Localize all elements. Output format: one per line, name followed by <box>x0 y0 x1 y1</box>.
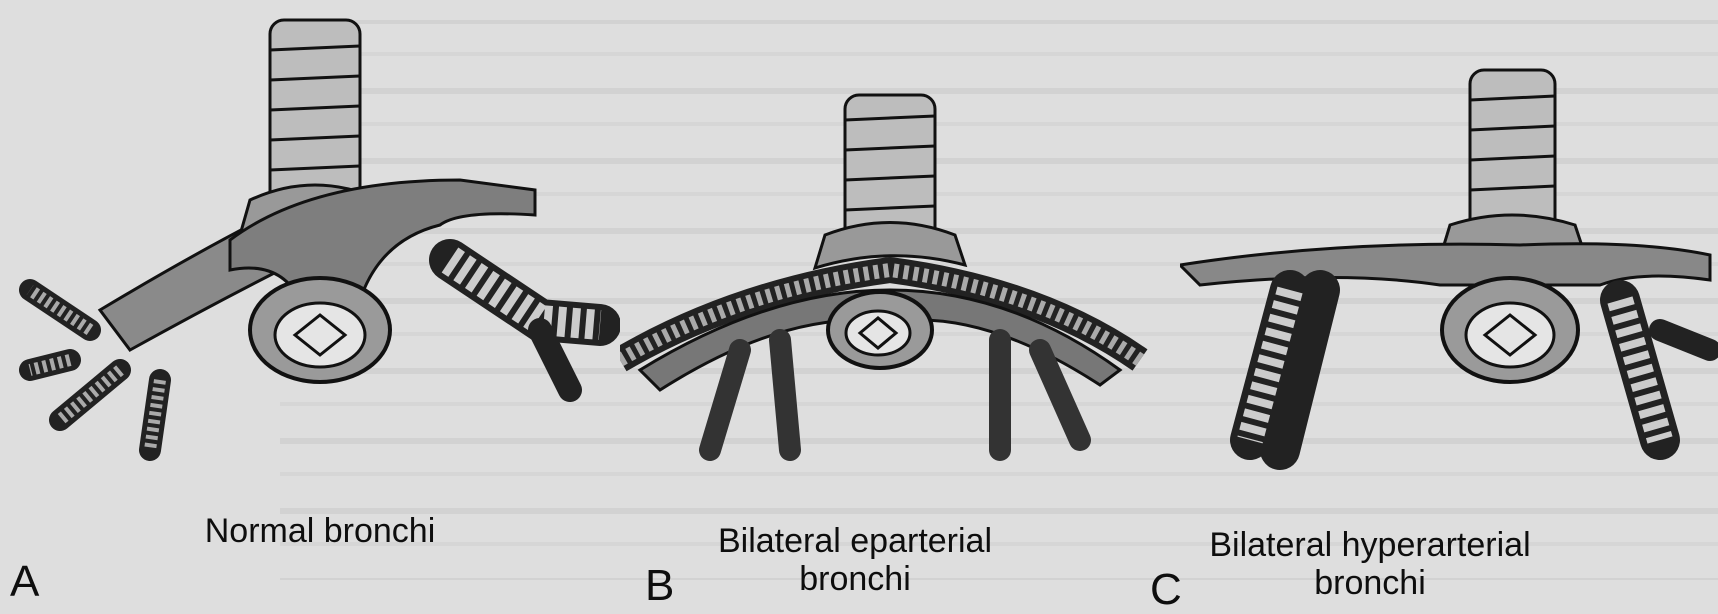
bilateral-eparterial-bronchi-illustration <box>620 0 1180 480</box>
panel-c: Bilateral hyperarterial bronchi C <box>1180 0 1718 614</box>
caption-panel-b: Bilateral eparterial bronchi <box>675 522 1035 598</box>
caption-panel-a: Normal bronchi <box>170 512 470 550</box>
caption-line1: Normal bronchi <box>170 512 470 550</box>
panel-letter-a: A <box>10 560 39 604</box>
panel-b: Bilateral eparterial bronchi B <box>620 0 1180 614</box>
normal-bronchi-illustration <box>0 0 620 480</box>
caption-line2: bronchi <box>675 560 1035 598</box>
panel-letter-c: C <box>1150 568 1182 612</box>
caption-line1: Bilateral eparterial <box>675 522 1035 560</box>
caption-line1: Bilateral hyperarterial <box>1180 526 1560 564</box>
panel-letter-b: B <box>645 564 674 608</box>
caption-line2: bronchi <box>1180 564 1560 602</box>
caption-panel-c: Bilateral hyperarterial bronchi <box>1180 526 1560 602</box>
panel-a: Normal bronchi A <box>0 0 620 614</box>
bilateral-hyperarterial-bronchi-illustration <box>1180 0 1718 480</box>
